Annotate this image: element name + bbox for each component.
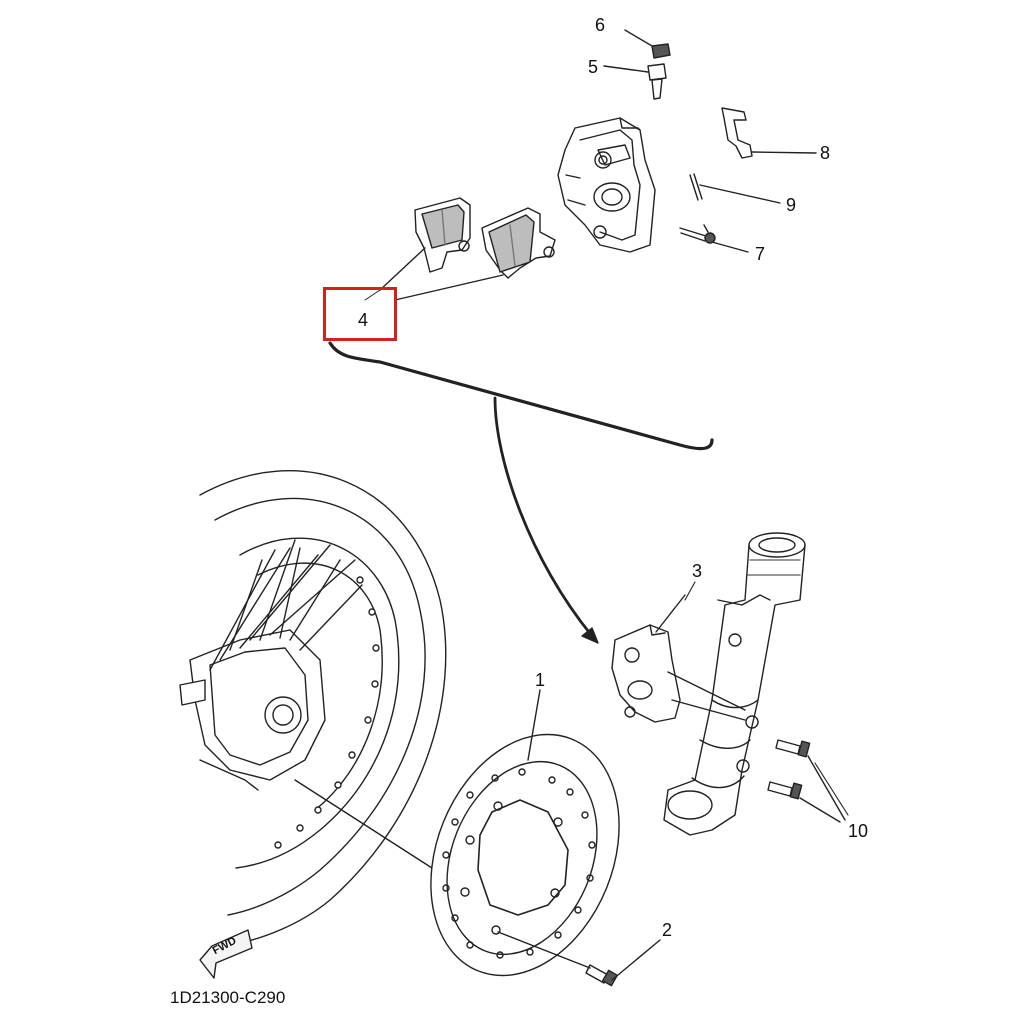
caliper-mounted: [611, 594, 746, 723]
assembly-arrow-head: [581, 627, 599, 644]
disc-bolt-part: [497, 931, 661, 987]
callout-10: 10: [848, 821, 869, 841]
callout-5: 5: [588, 57, 599, 77]
pad-clip-part: [721, 107, 817, 159]
wheel-spokes: [209, 539, 363, 671]
callout-8: 8: [820, 143, 831, 163]
callout-9: 9: [786, 195, 797, 215]
callout-1: 1: [535, 670, 546, 690]
diagram-code: 1D21300-C290: [170, 988, 286, 1007]
callout-leaders: [684, 581, 849, 816]
brake-pad-left: [414, 197, 471, 273]
pad-pin-part: [689, 173, 781, 204]
rim-holes: [274, 576, 380, 849]
caliper-assembly-top: [557, 117, 656, 253]
disc-bolt-holes: [460, 801, 563, 935]
pad-leader-lines: [364, 247, 504, 301]
brake-disc: [430, 689, 620, 977]
highlight-box-part-4: [323, 287, 397, 341]
fwd-arrow-icon: [199, 929, 253, 979]
fork-leg: [663, 532, 806, 836]
front-wheel: [179, 470, 447, 946]
assembly-bracket-line: [328, 341, 714, 638]
brake-pad-right: [481, 207, 556, 279]
callout-6: 6: [595, 15, 606, 35]
caliper-bolt-part: [679, 224, 749, 253]
callout-4: 4: [358, 310, 369, 330]
callout-7: 7: [755, 244, 766, 264]
bleed-screw-part: [603, 63, 667, 100]
bleeder-cap-part: [624, 29, 671, 59]
disc-holes: [442, 768, 596, 959]
callout-3: 3: [692, 561, 703, 581]
callout-2: 2: [662, 920, 673, 940]
fork-bolts-part: [767, 739, 846, 823]
